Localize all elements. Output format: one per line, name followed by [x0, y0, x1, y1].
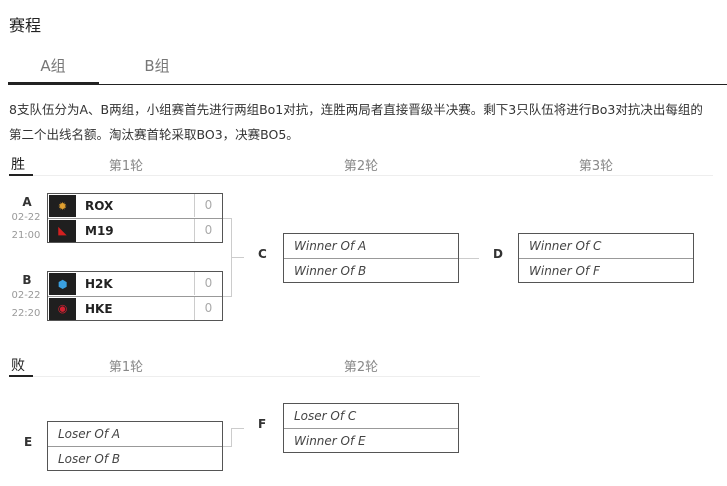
match-a-date: 02-22 — [11, 212, 41, 223]
connector-line — [232, 257, 244, 258]
match-a-letter: A — [22, 195, 32, 209]
winners-round-2-label: 第2轮 — [343, 159, 379, 174]
winners-round-1-label: 第1轮 — [108, 159, 144, 174]
team-row[interactable]: ◣ M19 0 — [48, 218, 222, 242]
slot-row: Loser Of C — [294, 409, 357, 423]
connector-line — [223, 446, 232, 447]
winners-label-underline — [9, 174, 33, 176]
active-tab-indicator — [8, 82, 99, 85]
slot-row: Winner Of F — [519, 258, 693, 282]
slot-row: Winner Of C — [529, 239, 602, 253]
match-c-letter: C — [258, 247, 267, 261]
losers-round-1-label: 第1轮 — [108, 360, 144, 375]
losers-label-underline — [9, 375, 33, 377]
rox-logo-icon: ✹ — [49, 195, 76, 217]
team-name: HKE — [85, 301, 113, 316]
m19-logo-icon: ◣ — [49, 219, 76, 242]
winners-header-rule — [33, 175, 713, 176]
h2k-logo-icon: ⬢ — [49, 273, 76, 295]
team-score: 0 — [194, 219, 222, 242]
page-title: 赛程 — [9, 16, 42, 35]
connector-line — [459, 258, 479, 259]
tab-group-a[interactable]: A组 — [40, 57, 66, 75]
description-line-1: 8支队伍分为A、B两组，小组赛首先进行两组Bo1对抗，连胜两局者直接晋级半决赛。… — [9, 102, 703, 117]
description: 8支队伍分为A、B两组，小组赛首先进行两组Bo1对抗，连胜两局者直接晋级半决赛。… — [9, 97, 727, 147]
team-name: ROX — [85, 199, 114, 213]
connector-line — [231, 428, 232, 447]
slot-row: Loser Of A — [58, 427, 121, 441]
match-d-box[interactable]: Winner Of C Winner Of F — [518, 233, 694, 283]
winners-bracket-label: 胜 — [11, 157, 25, 173]
slot-row: Winner Of E — [284, 428, 458, 452]
match-d-letter: D — [493, 247, 503, 261]
team-score: 0 — [194, 297, 222, 320]
match-e-box[interactable]: Loser Of A Loser Of B — [47, 421, 223, 471]
match-e-letter: E — [24, 435, 33, 449]
team-name: H2K — [85, 277, 113, 291]
winners-round-3-label: 第3轮 — [578, 159, 614, 174]
team-row[interactable]: ✹ ROX 0 — [48, 194, 222, 218]
match-b-time: 22:20 — [11, 308, 41, 319]
tab-group-b[interactable]: B组 — [144, 57, 170, 75]
connector-line — [231, 218, 232, 297]
connector-line — [223, 218, 231, 219]
tab-divider — [8, 84, 727, 85]
losers-bracket-label: 败 — [11, 358, 25, 374]
match-b-date: 02-22 — [11, 290, 41, 301]
team-score: 0 — [194, 194, 222, 217]
match-c-box[interactable]: Winner Of A Winner Of B — [283, 233, 459, 283]
hke-logo-icon: ◉ — [49, 297, 76, 320]
match-f-letter: F — [258, 417, 267, 431]
slot-row: Winner Of B — [284, 258, 458, 282]
slot-row: Winner Of A — [294, 239, 367, 253]
match-b-box[interactable]: ⬢ H2K 0 ◉ HKE 0 — [47, 271, 223, 321]
connector-line — [231, 428, 244, 429]
losers-round-2-label: 第2轮 — [343, 360, 379, 375]
slot-row: Loser Of B — [48, 446, 222, 470]
description-line-2: 第二个出线名额。淘汰赛首轮采取BO3，决赛BO5。 — [9, 127, 299, 142]
connector-line — [223, 296, 231, 297]
match-f-box[interactable]: Loser Of C Winner Of E — [283, 403, 459, 453]
team-row[interactable]: ◉ HKE 0 — [48, 296, 222, 320]
match-a-box[interactable]: ✹ ROX 0 ◣ M19 0 — [47, 193, 223, 243]
team-row[interactable]: ⬢ H2K 0 — [48, 272, 222, 296]
team-name: M19 — [85, 223, 114, 238]
match-b-letter: B — [22, 273, 32, 287]
team-score: 0 — [194, 272, 222, 295]
match-a-time: 21:00 — [11, 230, 41, 241]
losers-header-rule — [33, 376, 480, 377]
